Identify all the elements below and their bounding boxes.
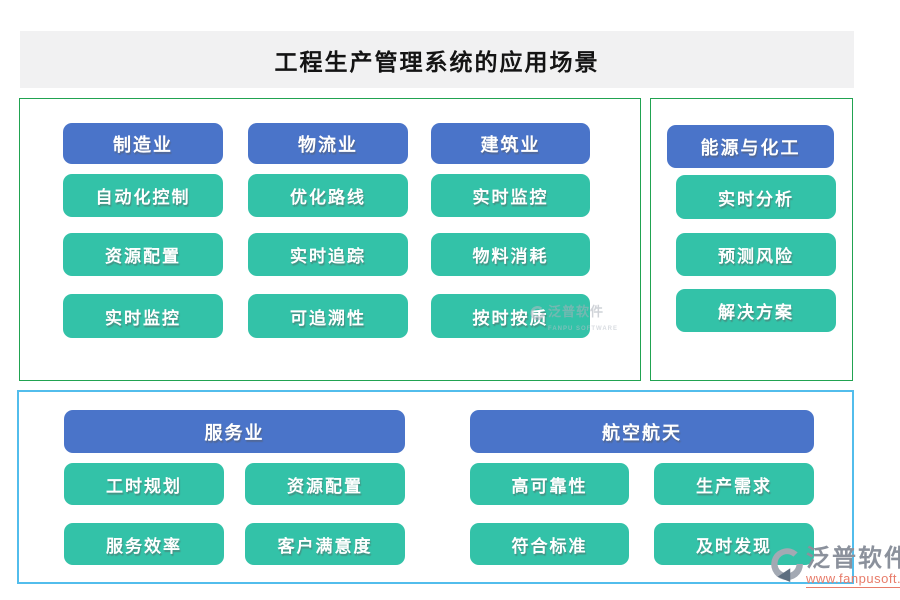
feature-box: 实时追踪 [248,233,408,276]
feature-box: 资源配置 [63,233,223,276]
feature-box: 服务效率 [64,523,224,565]
feature-box: 实时监控 [63,294,223,338]
panel-industries-main: 制造业 自动化控制 资源配置 实时监控 物流业 优化路线 实时追踪 可追溯性 建… [19,98,641,381]
feature-box: 实时监控 [431,174,590,217]
feature-box: 预测风险 [676,233,836,276]
feature-box: 物料消耗 [431,233,590,276]
industry-header-manufacturing: 制造业 [63,123,223,164]
feature-box: 自动化控制 [63,174,223,217]
industry-header-energy-chemical: 能源与化工 [667,125,834,168]
feature-box: 可追溯性 [248,294,408,338]
industry-header-logistics: 物流业 [248,123,408,164]
feature-box: 按时按质 [431,294,590,338]
feature-box: 客户满意度 [245,523,405,565]
feature-box: 优化路线 [248,174,408,217]
title-banner: 工程生产管理系统的应用场景 [20,31,854,88]
industry-header-aerospace: 航空航天 [470,410,814,453]
panel-services-aerospace: 服务业 工时规划 资源配置 服务效率 客户满意度 航空航天 高可靠性 生产需求 … [17,390,854,584]
feature-box: 及时发现 [654,523,814,565]
feature-box: 解决方案 [676,289,836,332]
feature-box: 工时规划 [64,463,224,505]
feature-box: 资源配置 [245,463,405,505]
page-title: 工程生产管理系统的应用场景 [274,49,600,75]
industry-header-services: 服务业 [64,410,405,453]
industry-header-construction: 建筑业 [431,123,590,164]
panel-energy-chemical: 能源与化工 实时分析 预测风险 解决方案 [650,98,853,381]
feature-box: 符合标准 [470,523,629,565]
feature-box: 实时分析 [676,175,836,219]
feature-box: 高可靠性 [470,463,629,505]
feature-box: 生产需求 [654,463,814,505]
